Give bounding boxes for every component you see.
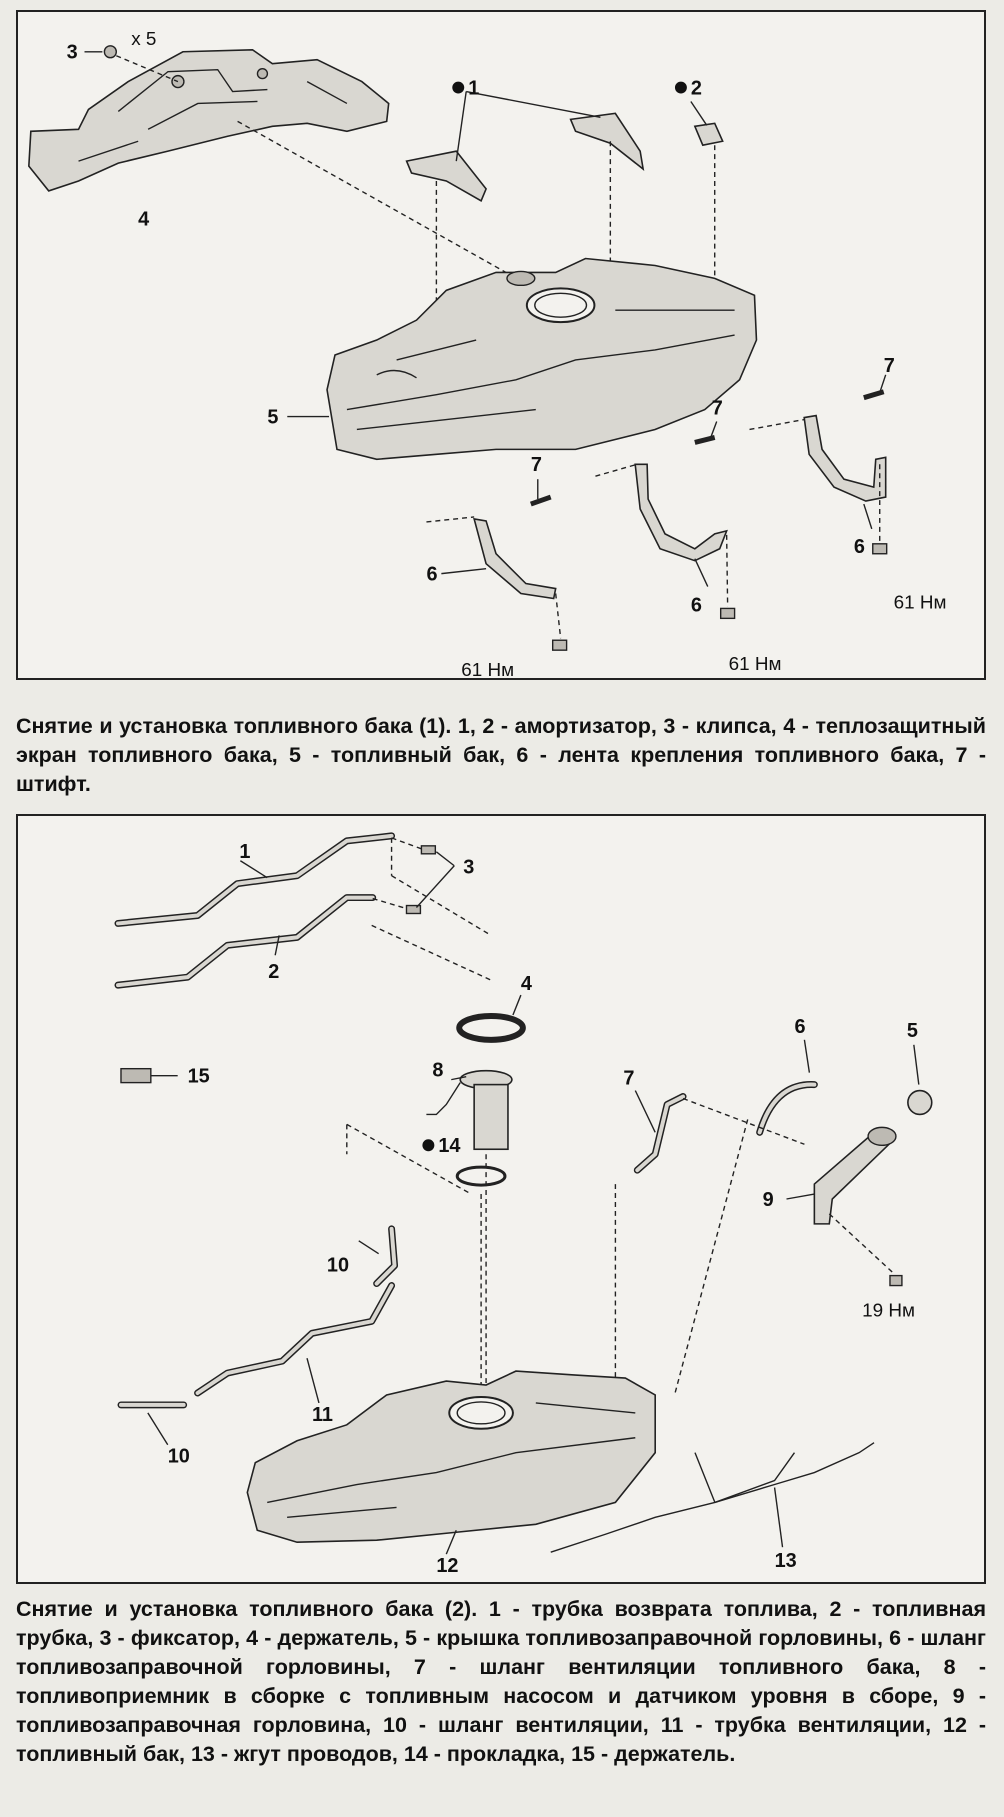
torque-61-middle: 61 Нм: [729, 654, 782, 675]
label-10-upper: 10: [327, 1255, 349, 1277]
fuel-tank-part: [246, 1370, 656, 1544]
fuel-return-tube: [114, 832, 396, 927]
holder-15-part: [120, 1067, 178, 1084]
label-6-right: 6: [854, 536, 865, 558]
label-5: 5: [267, 407, 278, 429]
heat-shield-part: [28, 48, 390, 192]
label-7-middle: 7: [712, 398, 723, 420]
wire-harness-part: [550, 1442, 875, 1553]
label-7-left: 7: [531, 454, 542, 476]
non-reusable-mark-icon: [422, 1139, 435, 1152]
label-6-left: 6: [426, 564, 437, 586]
label-x5: x 5: [131, 29, 156, 50]
torque-19: 19 Нм: [862, 1300, 915, 1321]
caption-figure-2: Снятие и установка топливного бака (2). …: [16, 1597, 986, 1766]
tank-strap-right: [749, 414, 887, 541]
label-5: 5: [907, 1020, 918, 1042]
label-4: 4: [521, 973, 532, 995]
holder-ring-part: [456, 1012, 526, 1043]
bolt-19-part: [889, 1274, 903, 1287]
label-12: 12: [436, 1555, 458, 1577]
label-10-lower: 10: [168, 1446, 190, 1468]
label-7: 7: [623, 1068, 634, 1090]
vent-tube-part: [194, 1282, 396, 1397]
gasket-part: [455, 1165, 507, 1187]
label-13: 13: [775, 1550, 797, 1572]
label-6-middle: 6: [691, 594, 702, 616]
diagram-fuel-tank-removal-1: 3 x 5 4 1 2 5 7 7 7 6 6 6 61 Нм 61 Нм 61…: [16, 10, 986, 680]
clip-part: [103, 45, 118, 59]
non-reusable-mark-icon: [452, 81, 465, 94]
label-2: 2: [691, 78, 702, 100]
caption-figure-1: Снятие и установка топливного бака (1). …: [16, 714, 986, 796]
damper-2-part: [693, 122, 724, 147]
label-15: 15: [188, 1066, 210, 1088]
label-9: 9: [763, 1189, 774, 1211]
fuel-tank-part: [326, 257, 758, 461]
diagram-fuel-tank-removal-2: 1 2 3 4 15 8 14 6 5 7 9 10 11 10 12 13 1…: [16, 814, 986, 1584]
torque-61-left: 61 Нм: [461, 660, 514, 678]
torque-61-right: 61 Нм: [894, 592, 947, 613]
filler-cap-part: [907, 1089, 933, 1116]
label-1: 1: [239, 841, 250, 863]
fuel-supply-tube: [114, 894, 377, 989]
strap-pins: [529, 389, 888, 651]
label-3: 3: [463, 857, 474, 879]
label-3: 3: [67, 42, 78, 64]
diagram-2-drawing: 1 2 3 4 15 8 14 6 5 7 9 10 11 10 12 13 1…: [114, 832, 933, 1577]
diagram-1-drawing: 3 x 5 4 1 2 5 7 7 7 6 6 6 61 Нм 61 Нм 61…: [28, 29, 947, 678]
label-7-right: 7: [884, 355, 895, 377]
non-reusable-mark-icon: [674, 81, 687, 94]
tank-strap-middle: [595, 463, 729, 607]
damper-1-part: [405, 112, 645, 203]
label-1: 1: [468, 78, 479, 100]
retainer-part: [420, 845, 437, 855]
filler-neck-part: [813, 1126, 897, 1225]
label-4: 4: [138, 209, 149, 231]
label-14: 14: [438, 1135, 460, 1157]
label-11: 11: [312, 1404, 333, 1426]
label-2: 2: [268, 961, 279, 983]
retainer-part: [405, 904, 422, 915]
fuel-pump-assembly-part: [426, 1069, 513, 1151]
tank-strap-left: [426, 516, 562, 639]
label-8: 8: [432, 1060, 443, 1082]
label-6: 6: [794, 1016, 805, 1038]
